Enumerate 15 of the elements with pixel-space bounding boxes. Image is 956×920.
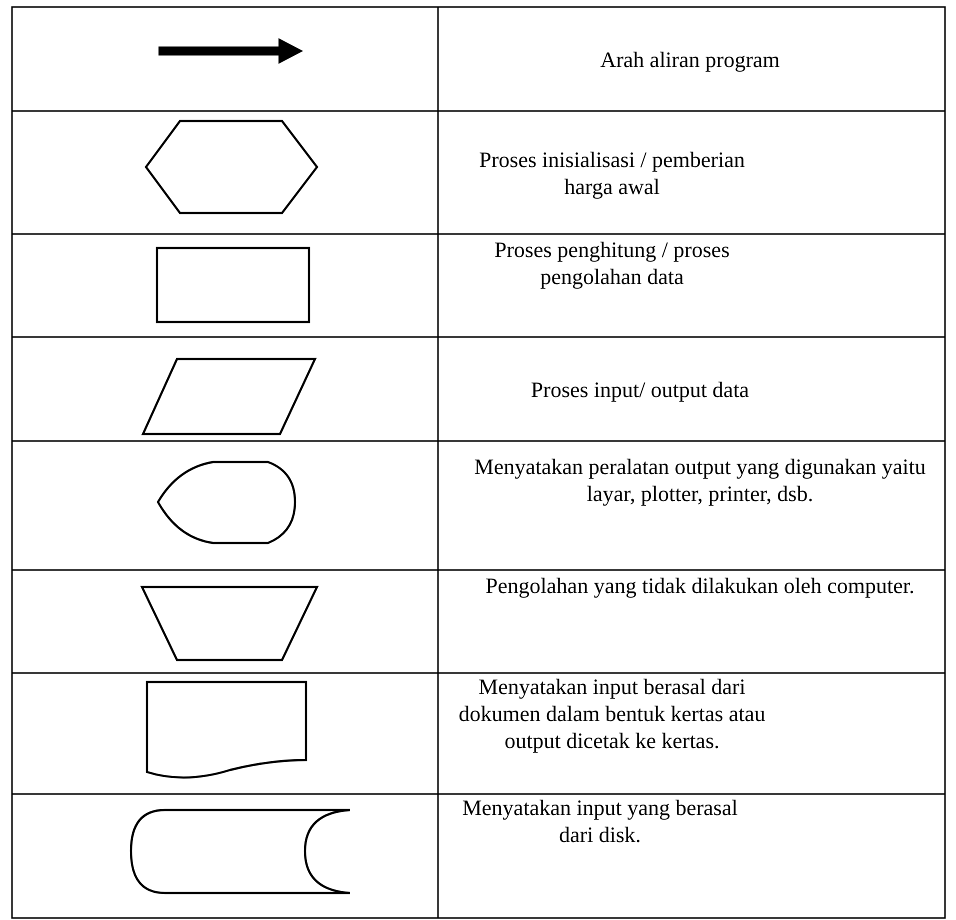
disk-storage-symbol bbox=[130, 808, 352, 894]
symbol-description: Proses inisialisasi / pemberian harga awal bbox=[478, 146, 746, 200]
rectangle-symbol bbox=[156, 246, 310, 324]
symbol-description: Menyatakan input berasal dari dokumen dalam bentuk kertas atau output dicetak ke kertas. bbox=[458, 673, 766, 754]
symbol-description: Arah aliran program bbox=[599, 46, 781, 72]
symbol-description: Pengolahan yang tidak dilakukan oleh computer. bbox=[484, 572, 916, 599]
hexagon-symbol bbox=[144, 120, 318, 214]
symbol-description: Proses input/ output data bbox=[530, 376, 750, 402]
symbol-description: Proses penghitung / proses pengolahan data bbox=[493, 236, 731, 290]
symbol-description: Menyatakan peralatan output yang digunakan yaitu layar, plotter, printer, dsb. bbox=[473, 453, 927, 507]
document-symbol bbox=[146, 680, 308, 779]
trapezoid-symbol bbox=[140, 586, 319, 662]
symbol-description: Menyatakan input yang berasal dari disk. bbox=[461, 794, 739, 848]
parallelogram-symbol bbox=[141, 358, 317, 436]
display-symbol bbox=[156, 460, 296, 544]
